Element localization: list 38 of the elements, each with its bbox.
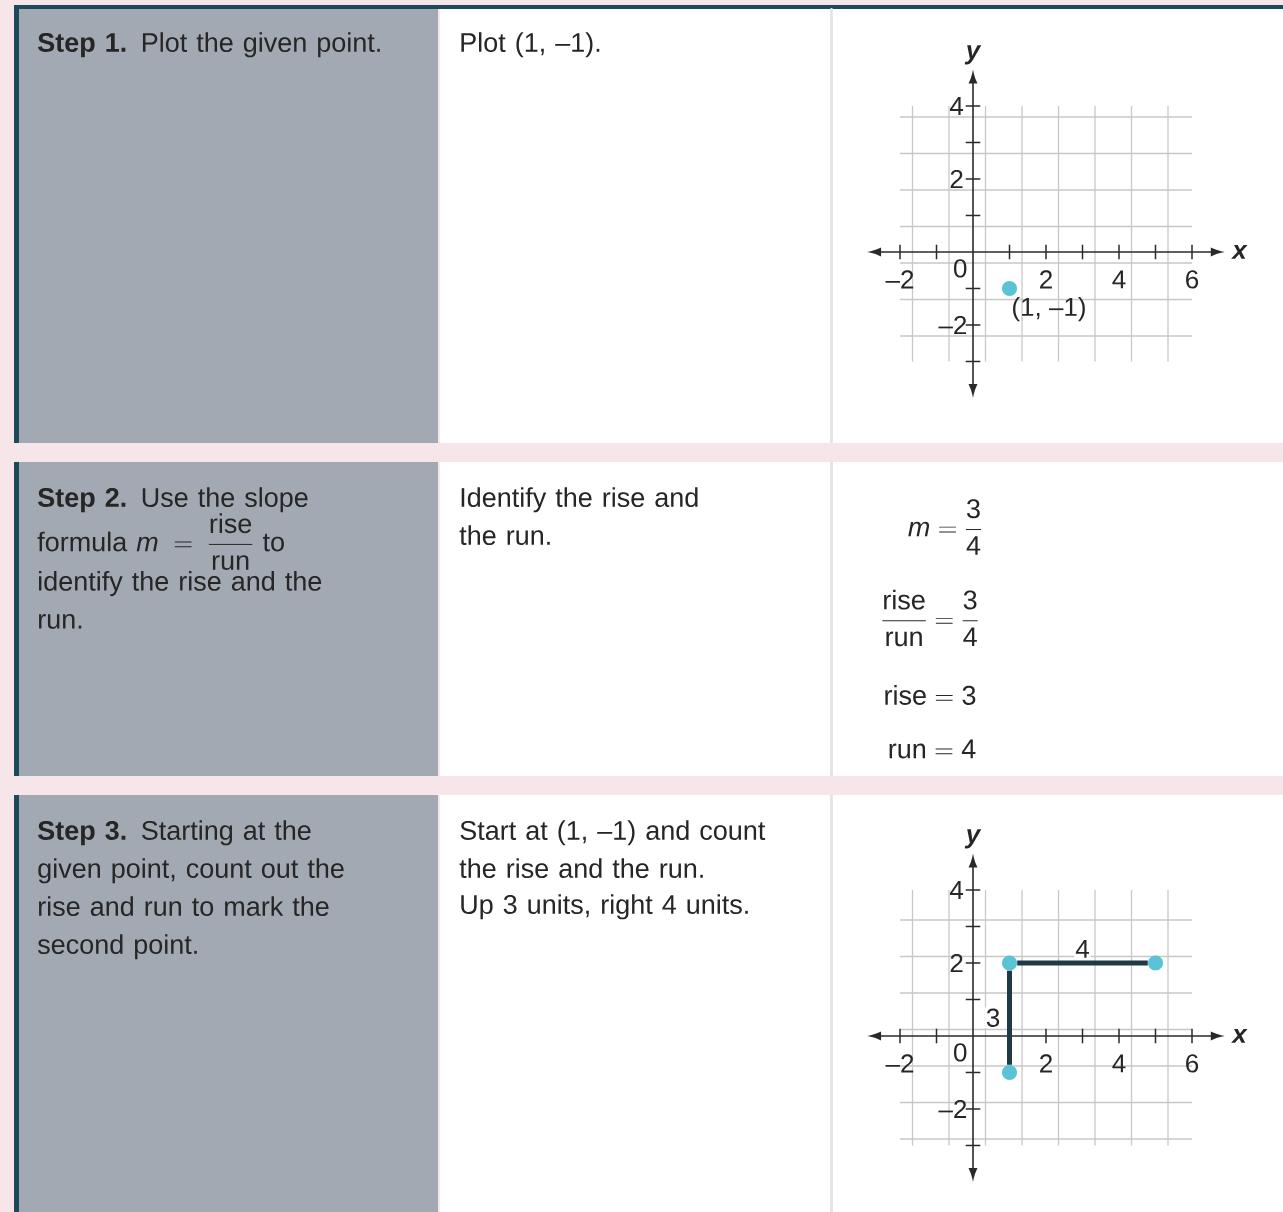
- tick-label: –2: [938, 315, 967, 335]
- tick-label: 4: [949, 97, 964, 115]
- line-segment: [1007, 970, 1012, 1065]
- edge-label: 4: [1074, 938, 1091, 959]
- plotted-point: [1002, 955, 1017, 971]
- axis-label: y: [964, 829, 982, 849]
- table-cell: Plot (1, –1).: [440, 9, 830, 443]
- formula: $\text{run} = 4$: [889, 739, 976, 759]
- axis-label: y: [964, 45, 982, 65]
- point-label: (1, –1): [1013, 297, 1085, 322]
- table-cell: Start at (1, –1) and count the rise and the run. Up 3 units, right 4 units.: [440, 795, 830, 1212]
- tick-label: 2: [950, 169, 963, 189]
- tick-label: 6: [1186, 270, 1199, 289]
- tick-label: –2: [938, 1099, 967, 1119]
- table-cell: Step 1. Plot the given point.: [19, 9, 438, 443]
- tick-label: 4: [1112, 270, 1126, 289]
- axis-label: x: [1231, 245, 1248, 259]
- tick-label: 4: [1112, 1054, 1126, 1073]
- tick-label: 2: [950, 953, 963, 973]
- tick-label: 6: [1186, 1054, 1199, 1073]
- tick-label: 2: [1040, 1054, 1052, 1073]
- plotted-point: [1002, 1065, 1017, 1080]
- plotted-point: [1148, 955, 1163, 971]
- line-segment: [1017, 960, 1148, 966]
- tick-label: –2: [885, 270, 914, 289]
- formula: $\dfrac{\text{rise}}{\text{run}} = \dfrac{3}{4}$: [882, 589, 978, 647]
- tick-label: 0: [954, 259, 967, 278]
- formula: $m = \dfrac{3}{4}$: [908, 499, 981, 555]
- plotted-point: [1002, 281, 1017, 296]
- tick-label: 2: [1040, 270, 1052, 289]
- axis-label: x: [1231, 1029, 1248, 1043]
- table-cell: Step 3. Starting at the given point, count out the rise and run to mark the second point.: [19, 795, 438, 1212]
- table-cell: Step 2. Use the slope formula $m = \dfrac{\text{rise}}{\text{run}}$ to identify the rise and the run.: [19, 462, 438, 776]
- tick-label: 4: [949, 881, 964, 899]
- tick-label: –2: [885, 1054, 914, 1073]
- formula: $\text{rise} = 3$: [885, 685, 976, 705]
- table-cell: Identify the rise and the run.: [440, 462, 830, 776]
- tick-label: 0: [954, 1043, 967, 1062]
